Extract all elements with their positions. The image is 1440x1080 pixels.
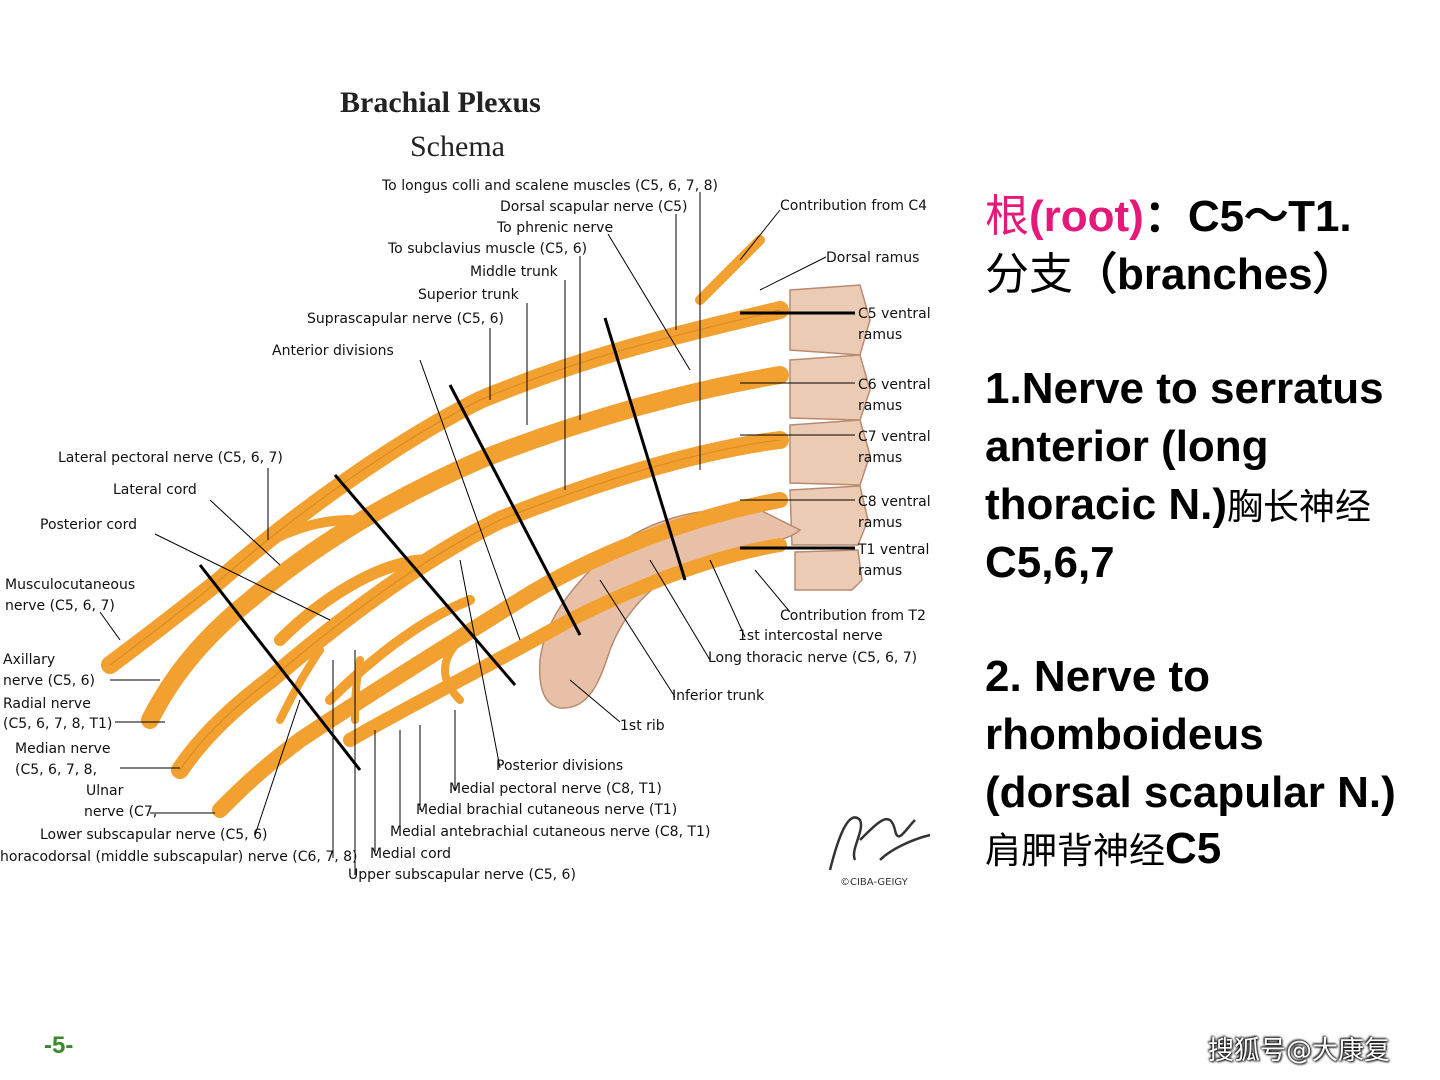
note-item1-line3-cn: 胸长神经 <box>1227 487 1372 528</box>
label-c8-ventral-1: C8 ventral <box>858 494 931 510</box>
label-axillary-1: Axillary <box>3 652 56 668</box>
label-middle-trunk: Middle trunk <box>470 264 558 280</box>
note-branches-en: （branches） <box>1073 250 1357 299</box>
label-medial-pectoral: Medial pectoral nerve (C8, T1) <box>449 781 662 797</box>
label-ulnar-2: nerve (C7, <box>84 804 158 820</box>
label-anterior-divisions: Anterior divisions <box>272 343 394 359</box>
label-long-thoracic: Long thoracic nerve (C5, 6, 7) <box>708 650 918 666</box>
note-root-line: 根(root)：C5～T1. <box>985 188 1352 246</box>
figure-subtitle: Schema <box>410 130 505 163</box>
label-c5-ventral-1: C5 ventral <box>858 306 931 322</box>
label-contribution-t2: Contribution from T2 <box>780 608 926 624</box>
note-item1-line3-en: thoracic N.) <box>985 480 1228 529</box>
label-first-rib: 1st rib <box>620 718 665 734</box>
note-item1-line4: C5,6,7 <box>985 538 1115 587</box>
note-branches-cn: 分支 <box>985 249 1073 300</box>
label-first-intercostal: 1st intercostal nerve <box>738 628 883 644</box>
label-c7-ventral-2: ramus <box>858 450 903 466</box>
note-item2-line4-en: C5 <box>1165 824 1222 873</box>
label-medial-antebrachial: Medial antebrachial cutaneous nerve (C8,… <box>390 824 711 840</box>
note-item1-line2: anterior (long <box>985 422 1269 471</box>
label-upper-subscapular: Upper subscapular nerve (C5, 6) <box>348 867 576 883</box>
label-medial-brachial: Medial brachial cutaneous nerve (T1) <box>416 802 678 818</box>
note-item2-line3: (dorsal scapular N.) <box>985 768 1396 817</box>
figure-title: Brachial Plexus <box>340 86 541 119</box>
label-dorsal-scapular: Dorsal scapular nerve (C5) <box>500 199 688 215</box>
label-radial-2: (C5, 6, 7, 8, T1) <box>3 716 113 732</box>
label-posterior-divisions: Posterior divisions <box>496 758 624 774</box>
note-root-value: C5～T1. <box>1187 192 1352 241</box>
brachial-plexus-diagram: Brachial Plexus Schema To longus colli a… <box>0 86 931 888</box>
note-root-en: (root) <box>1029 192 1144 241</box>
netter-signature: ©CIBA-GEIGY <box>828 816 931 888</box>
label-c6-ventral-2: ramus <box>858 398 903 414</box>
note-item2-line4: 肩胛背神经C5 <box>985 820 1221 881</box>
leader-lines <box>99 192 855 875</box>
note-item2-line2: rhomboideus <box>985 710 1264 759</box>
label-t1-ventral-2: ramus <box>858 563 903 579</box>
label-inferior-trunk: Inferior trunk <box>672 688 765 704</box>
label-posterior-cord: Posterior cord <box>40 517 137 533</box>
note-item2-line1: 2. Nerve to <box>985 652 1210 701</box>
label-c8-ventral-2: ramus <box>858 515 903 531</box>
label-longus-colli: To longus colli and scalene muscles (C5,… <box>382 178 718 194</box>
label-musculocutaneous-1: Musculocutaneous <box>5 577 136 593</box>
label-c7-ventral-1: C7 ventral <box>858 429 931 445</box>
note-branches-line: 分支（branches） <box>985 246 1357 304</box>
label-medial-cord: Medial cord <box>370 846 452 862</box>
note-item1-line1: 1.Nerve to serratus <box>985 364 1384 413</box>
label-subclavius: To subclavius muscle (C5, 6) <box>388 241 588 257</box>
label-median-1: Median nerve <box>15 741 111 757</box>
note-root-sep: ： <box>1143 192 1188 241</box>
label-lateral-cord: Lateral cord <box>113 482 197 498</box>
copyright-text: ©CIBA-GEIGY <box>840 877 909 888</box>
note-root-cn: 根 <box>985 191 1029 242</box>
label-musculocutaneous-2: nerve (C5, 6, 7) <box>5 598 115 614</box>
vertebral-column <box>789 284 871 591</box>
note-item1-line3: thoracic N.)胸长神经 <box>985 476 1371 537</box>
label-suprascapular: Suprascapular nerve (C5, 6) <box>307 311 504 327</box>
label-c6-ventral-1: C6 ventral <box>858 377 931 393</box>
label-c5-ventral-2: ramus <box>858 327 903 343</box>
label-to-phrenic: To phrenic nerve <box>497 220 614 236</box>
label-contribution-c4: Contribution from C4 <box>780 198 928 214</box>
diagram-illustration <box>99 192 871 875</box>
page-number: -5- <box>44 1032 74 1059</box>
division-lines <box>198 311 855 771</box>
label-lower-subscapular: Lower subscapular nerve (C5, 6) <box>40 827 268 843</box>
label-superior-trunk: Superior trunk <box>418 287 519 303</box>
label-thoracodorsal: horacodorsal (middle subscapular) nerve … <box>0 849 358 865</box>
label-median-2: (C5, 6, 7, 8, <box>15 762 98 778</box>
label-dorsal-ramus: Dorsal ramus <box>826 250 920 266</box>
label-ulnar-1: Ulnar <box>86 783 124 799</box>
note-item2-line4-cn: 肩胛背神经 <box>985 831 1166 872</box>
label-lateral-pectoral: Lateral pectoral nerve (C5, 6, 7) <box>58 450 283 466</box>
nerve-outline <box>109 309 781 771</box>
label-axillary-2: nerve (C5, 6) <box>3 673 96 689</box>
label-t1-ventral-1: T1 ventral <box>858 542 930 558</box>
watermark: 搜狐号@大康复 <box>1208 1036 1391 1066</box>
label-radial-1: Radial nerve <box>3 696 91 712</box>
